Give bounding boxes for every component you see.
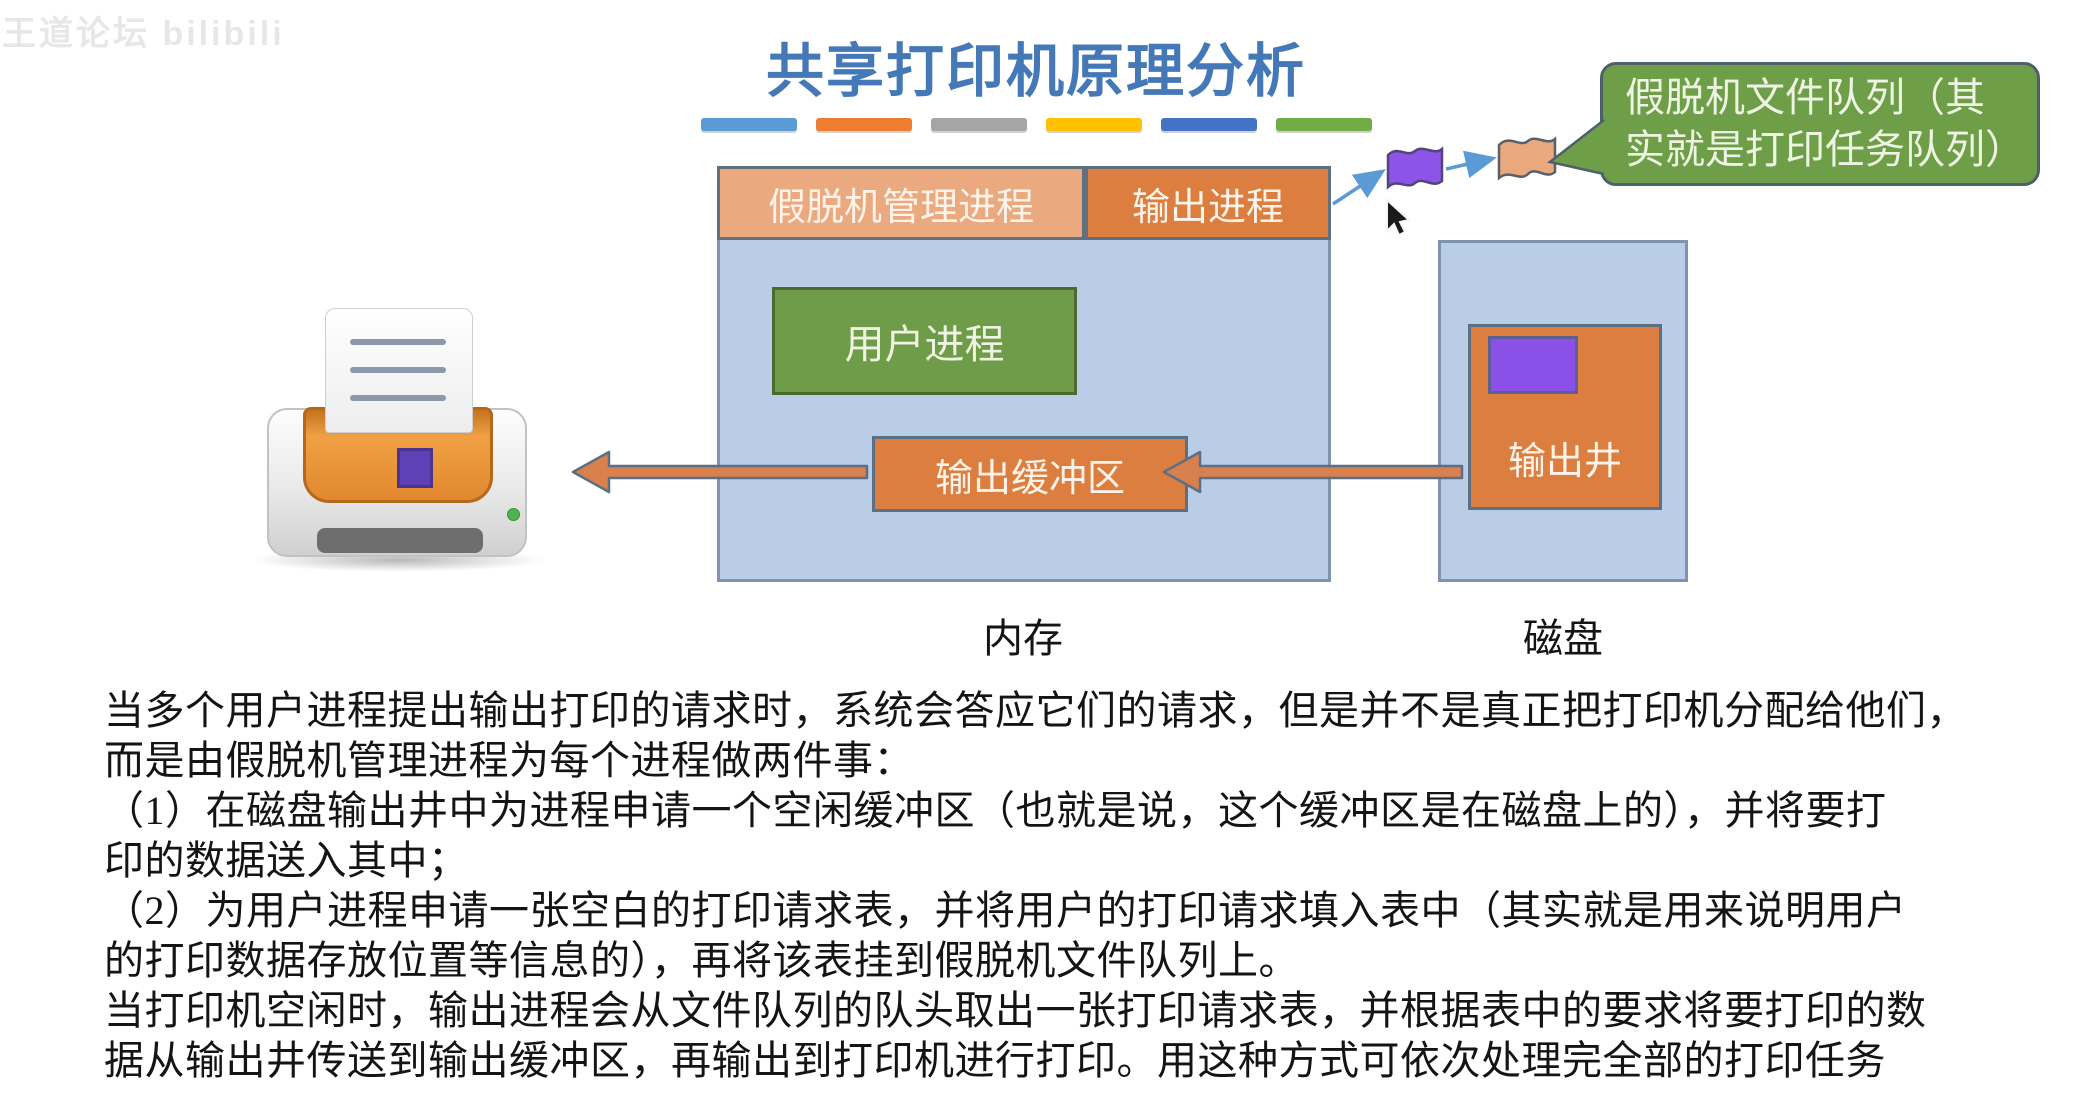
description-line: 印的数据送入其中； xyxy=(104,838,469,883)
printer-output-slot xyxy=(317,528,483,553)
title-underline-bars xyxy=(701,118,1372,131)
page-title: 共享打印机原理分析 xyxy=(765,39,1307,104)
callout-tail xyxy=(1547,119,1605,176)
arrow-output-process-to-flag xyxy=(1332,169,1386,206)
decor-bar xyxy=(931,118,1027,131)
watermark: 王道论坛 bilibili xyxy=(2,15,285,53)
decor-bar xyxy=(1046,118,1142,131)
printer-job-square xyxy=(397,448,433,488)
arrow-well-to-buffer xyxy=(1162,450,1464,494)
decor-bar xyxy=(1161,118,1257,131)
output-buffer-box: 输出缓冲区 xyxy=(872,436,1188,512)
callout-line: 假脱机文件队列（其 xyxy=(1625,76,1985,120)
printer-led xyxy=(507,508,520,521)
decor-bar xyxy=(816,118,912,131)
well-buffer-purple-block xyxy=(1488,336,1578,394)
description-line: 据从输出井传送到输出缓冲区，再输出到打印机进行打印。用这种方式可依次处理完全部的… xyxy=(104,1038,1886,1083)
spool-queue-callout: 假脱机文件队列（其 实就是打印任务队列） xyxy=(1600,62,2040,186)
memory-label: 内存 xyxy=(983,616,1063,661)
description-line: 的打印数据存放位置等信息的），再将该表挂到假脱机文件队列上。 xyxy=(104,938,1299,983)
output-well-label: 输出井 xyxy=(1507,441,1622,483)
arrow-buffer-to-printer xyxy=(571,450,869,494)
user-process-box: 用户进程 xyxy=(772,287,1077,395)
description-line: 当多个用户进程提出输出打印的请求时，系统会答应它们的请求，但是并不是真正把打印机… xyxy=(104,688,1967,733)
description-line: （2）为用户进程申请一张空白的打印请求表，并将用户的打印请求填入表中（其实就是用… xyxy=(104,888,1907,933)
mouse-cursor xyxy=(1386,197,1412,237)
decor-bar xyxy=(1276,118,1372,131)
description-line: （1）在磁盘输出井中为进程申请一个空闲缓冲区（也就是说，这个缓冲区是在磁盘上的）… xyxy=(104,788,1887,833)
spooler-manager-process-header: 假脱机管理进程 xyxy=(717,166,1085,240)
printer-paper xyxy=(325,308,473,433)
arrow-flag-to-flag xyxy=(1445,150,1497,179)
description-line: 而是由假脱机管理进程为每个进程做两件事： xyxy=(104,738,914,783)
output-process-header: 输出进程 xyxy=(1085,166,1331,240)
disk-label: 磁盘 xyxy=(1523,616,1603,661)
print-request-flag-orange xyxy=(1497,136,1557,181)
decor-bar xyxy=(701,118,797,131)
description-line: 当打印机空闲时，输出进程会从文件队列的队头取出一张打印请求表，并根据表中的要求将… xyxy=(104,988,1927,1033)
output-well-box: 输出井 xyxy=(1468,324,1662,510)
description-text: 当多个用户进程提出输出打印的请求时，系统会答应它们的请求，但是并不是真正把打印机… xyxy=(104,686,1967,1086)
print-request-flag-purple xyxy=(1386,146,1444,190)
callout-line: 实就是打印任务队列） xyxy=(1625,128,2025,172)
printer-icon xyxy=(250,295,570,585)
